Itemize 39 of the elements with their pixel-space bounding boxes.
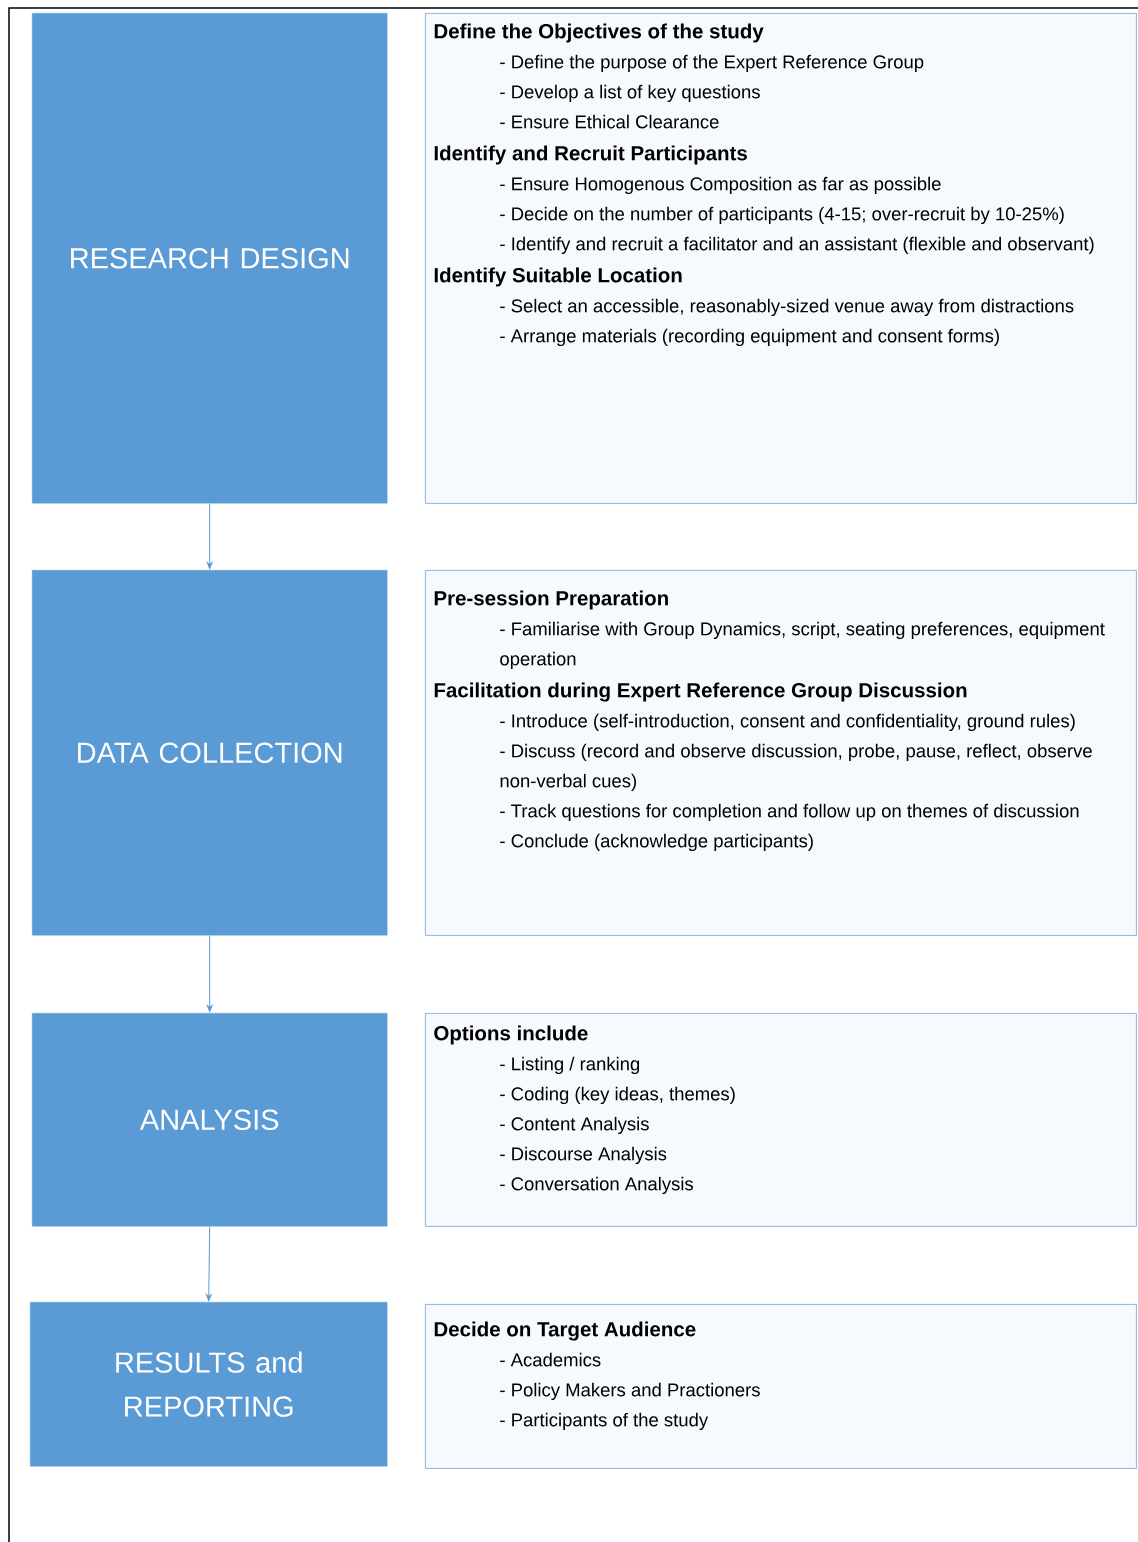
- text-panel: [425, 13, 1137, 504]
- bullet-item: - Participants of the study: [500, 1412, 709, 1431]
- bullet-item: - Content Analysis: [500, 1116, 649, 1135]
- arrow: [206, 502, 213, 570]
- bullet-item: - Identify and recruit a facilitator and an assistant (flexible and observant): [500, 236, 1094, 255]
- text-panel: [425, 1013, 1137, 1227]
- text-panel: [425, 1304, 1137, 1469]
- stage-box: RESEARCH DESIGN: [32, 13, 388, 504]
- bullet-item: - Discourse Analysis: [500, 1146, 667, 1165]
- heading: Define the Objectives of the study: [434, 23, 764, 43]
- heading: Facilitation during Expert Reference Group Discussion: [434, 682, 967, 702]
- bullet-item: - Decide on the number of participants (4-15; over-recruit by 10-25%): [500, 206, 1064, 225]
- bullet-item: - Ensure Homogenous Composition as far as possible: [500, 176, 941, 195]
- heading: Decide on Target Audience: [434, 1321, 696, 1341]
- stage-box: DATA COLLECTION: [32, 570, 388, 936]
- bullet-item: - Familiarise with Group Dynamics, script, seating preferences, equipment operation: [500, 621, 1105, 670]
- bullet-item: - Policy Makers and Practioners: [500, 1382, 760, 1401]
- bullet-item: - Ensure Ethical Clearance: [500, 114, 719, 129]
- bullet-item: - Discuss (record and observe discussion, probe, pause, reflect, observe non-verbal cues): [500, 743, 1092, 792]
- arrow: [205, 1225, 212, 1302]
- bullet-item: - Listing / ranking: [500, 1056, 640, 1075]
- heading: Identify and Recruit Participants: [434, 145, 747, 165]
- bullet-item: - Define the purpose of the Expert Reference Group: [500, 54, 924, 73]
- bullet-item: - Arrange materials (recording equipment and consent forms): [500, 328, 999, 347]
- heading: Options include: [434, 1025, 588, 1045]
- bullet-item: - Conclude (acknowledge participants): [500, 833, 813, 852]
- stage-box: RESULTS and REPORTING: [30, 1302, 388, 1467]
- bullet-item: - Coding (key ideas, themes): [500, 1086, 735, 1105]
- text-panel: [425, 570, 1137, 936]
- stage-box: ANALYSIS: [32, 1013, 388, 1227]
- bullet-item: - Academics: [500, 1352, 601, 1367]
- bullet-item: - Track questions for completion and follow up on themes of discussion: [500, 803, 1079, 822]
- heading: Pre-session Preparation: [434, 590, 668, 610]
- bullet-item: - Select an accessible, reasonably-sized venue away from distractions: [500, 298, 1074, 317]
- bullet-item: - Introduce (self-introduction, consent and confidentiality, ground rules): [500, 713, 1075, 732]
- arrow: [206, 934, 213, 1013]
- bullet-item: - Develop a list of key questions: [500, 84, 760, 103]
- heading: Identify Suitable Location: [434, 267, 682, 287]
- bullet-item: - Conversation Analysis: [500, 1176, 693, 1195]
